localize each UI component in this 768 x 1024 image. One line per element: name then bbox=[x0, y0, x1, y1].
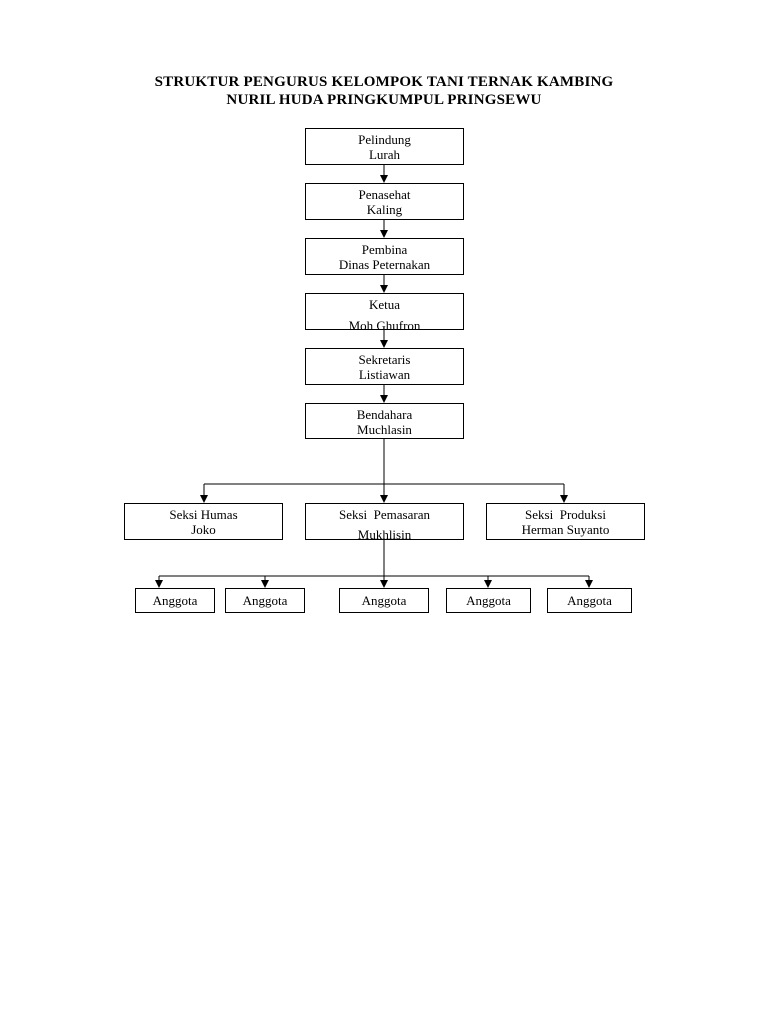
box-ketua-name: Moh Ghufron bbox=[348, 318, 421, 333]
box-anggota-4-label: Anggota bbox=[466, 593, 511, 608]
box-sekretaris: Sekretaris Listiawan bbox=[305, 348, 464, 385]
box-anggota-2: Anggota bbox=[225, 588, 305, 613]
box-sekretaris-role: Sekretaris bbox=[358, 352, 411, 367]
box-seksi-pemasaran: Seksi Pemasaran Mukhlisin bbox=[305, 503, 464, 542]
box-seksi-produksi-name: Herman Suyanto bbox=[521, 522, 610, 537]
box-anggota-3: Anggota bbox=[339, 588, 429, 613]
box-anggota-5: Anggota bbox=[547, 588, 632, 613]
box-anggota-3-label: Anggota bbox=[361, 593, 407, 608]
box-pelindung-name: Lurah bbox=[368, 147, 401, 162]
box-ketua: Ketua Moh Ghufron bbox=[305, 293, 464, 333]
box-pelindung: Pelindung Lurah bbox=[305, 128, 464, 165]
box-anggota-1-label: Anggota bbox=[152, 593, 198, 608]
box-seksi-pemasaran-name: Mukhlisin bbox=[357, 527, 412, 542]
box-pembina-role: Pembina bbox=[361, 242, 408, 257]
box-anggota-1: Anggota bbox=[135, 588, 215, 613]
box-ketua-role: Ketua bbox=[368, 297, 401, 312]
box-pembina-name: Dinas Peternakan bbox=[338, 257, 431, 272]
box-pelindung-role: Pelindung bbox=[358, 132, 411, 147]
box-bendahara: Bendahara Muchlasin bbox=[305, 403, 464, 439]
box-sekretaris-name: Listiawan bbox=[358, 367, 411, 382]
box-seksi-humas: Seksi Humas Joko bbox=[124, 503, 283, 540]
box-penasehat-role: Penasehat bbox=[358, 187, 411, 202]
box-seksi-produksi-role: Seksi Produksi bbox=[525, 507, 606, 522]
box-anggota-5-label: Anggota bbox=[567, 593, 612, 608]
box-seksi-humas-role: Seksi Humas bbox=[169, 507, 238, 522]
box-seksi-humas-name: Joko bbox=[191, 522, 216, 537]
box-seksi-pemasaran-role: Seksi Pemasaran bbox=[339, 507, 430, 522]
box-pembina: Pembina Dinas Peternakan bbox=[305, 238, 464, 275]
box-seksi-produksi: Seksi Produksi Herman Suyanto bbox=[486, 503, 645, 540]
box-bendahara-name: Muchlasin bbox=[357, 422, 412, 437]
box-penasehat: Penasehat Kaling bbox=[305, 183, 464, 220]
box-bendahara-role: Bendahara bbox=[356, 407, 413, 422]
box-anggota-4: Anggota bbox=[446, 588, 531, 613]
box-anggota-2-label: Anggota bbox=[242, 593, 288, 608]
box-penasehat-name: Kaling bbox=[366, 202, 403, 217]
chart-title-line-1: STRUKTUR PENGURUS KELOMPOK TANI TERNAK K… bbox=[154, 74, 614, 90]
chart-title-line-2: NURIL HUDA PRINGKUMPUL PRINGSEWU bbox=[226, 92, 542, 108]
